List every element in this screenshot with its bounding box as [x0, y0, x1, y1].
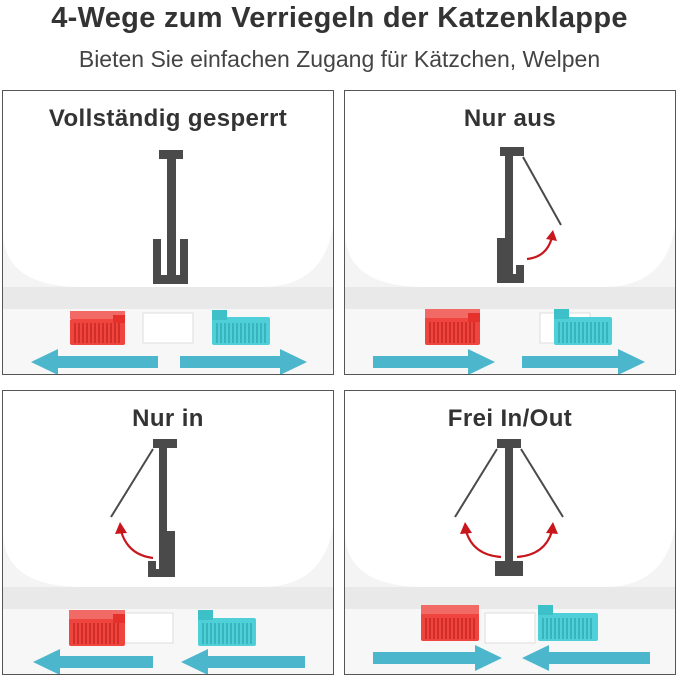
- free-illustration: [345, 391, 675, 674]
- mode-label: Vollständig gesperrt: [48, 105, 288, 132]
- blue-lock-icon: [198, 610, 256, 646]
- swing-arrow-icon: [119, 530, 154, 560]
- mode-label: Frei In/Out: [447, 405, 573, 432]
- red-lock-icon: [425, 309, 480, 345]
- swing-arrow-icon: [464, 530, 502, 559]
- right-arrow-icon: [180, 349, 307, 374]
- right-arrow-icon: [373, 349, 495, 374]
- red-lock-icon: [69, 610, 125, 646]
- blue-lock-icon: [554, 309, 612, 345]
- left-arrow-icon: [181, 649, 305, 674]
- blue-lock-icon: [212, 310, 270, 345]
- mode-panel-in-only: Nur in: [2, 390, 334, 675]
- swing-arrow-icon: [526, 236, 554, 261]
- page-title: 4-Wege zum Verriegeln der Katzenklappe: [51, 2, 628, 34]
- right-arrow-icon: [373, 645, 502, 671]
- red-lock-icon: [70, 311, 125, 345]
- mode-panel-free: Frei In/Out: [344, 390, 676, 675]
- blue-lock-icon: [538, 605, 598, 641]
- out-only-illustration: [345, 91, 675, 374]
- locked-illustration: [3, 91, 333, 374]
- mode-panel-locked: Vollständig gesperrt: [2, 90, 334, 375]
- red-lock-icon: [421, 605, 479, 641]
- left-arrow-icon: [522, 645, 650, 671]
- page-subtitle: Bieten Sie einfachen Zugang für Kätzchen…: [78, 46, 601, 72]
- swing-arrow-icon: [516, 530, 554, 559]
- mode-label: Nur in: [132, 405, 204, 432]
- mode-panel-out-only: Nur aus: [344, 90, 676, 375]
- in-only-illustration: [3, 391, 333, 674]
- right-arrow-icon: [522, 349, 645, 374]
- mode-label: Nur aus: [463, 105, 557, 132]
- left-arrow-icon: [33, 649, 153, 674]
- left-arrow-icon: [31, 349, 158, 374]
